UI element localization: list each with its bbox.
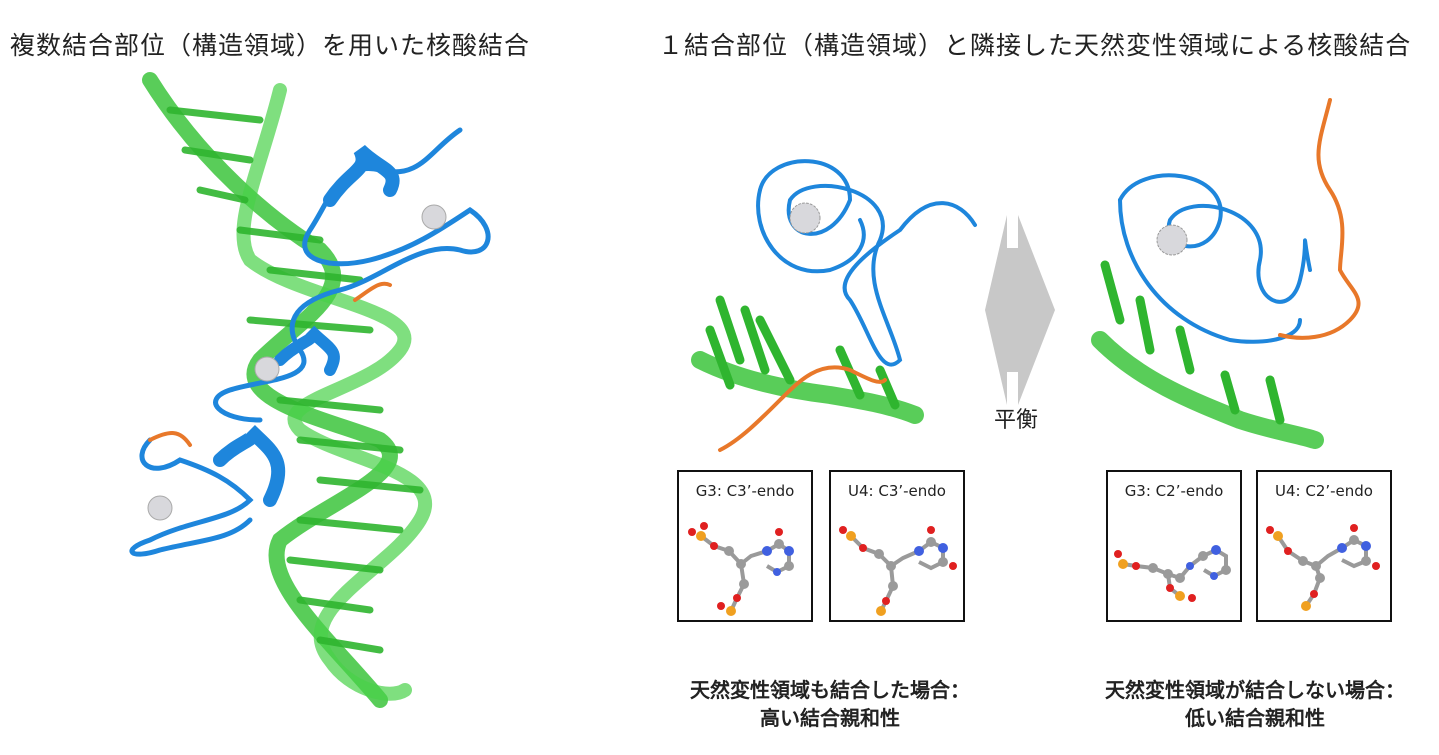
left-panel-title: 複数結合部位（構造領域）を用いた核酸結合 (10, 31, 531, 60)
conformation-label: G3: C3’-endo (695, 482, 795, 500)
conformation-box-u4-c2endo: U4: C2’-endo (1256, 470, 1392, 622)
structure-state-unbound (1091, 98, 1361, 449)
zinc-finger-protein (129, 127, 491, 557)
caption-line: 天然変性領域が結合しない場合： (1105, 678, 1405, 702)
conformation-box-g3-c2endo: G3: C2’-endo (1106, 470, 1242, 622)
zinc-ion (421, 204, 447, 230)
rna-double-helix (142, 72, 432, 708)
nucleotide-model (1114, 545, 1231, 602)
caption-high-affinity: 天然変性領域も結合した場合： 高い結合親和性 (660, 676, 1000, 732)
caption-line: 天然変性領域も結合した場合： (690, 678, 970, 702)
conformation-box-u4-c3endo: U4: C3’-endo (829, 470, 965, 622)
structure-state-bound (691, 159, 977, 452)
equilibrium-arrow (985, 215, 1055, 405)
caption-low-affinity: 天然変性領域が結合しない場合： 低い結合親和性 (1075, 676, 1435, 732)
zinc-ion (254, 356, 280, 382)
caption-line: 低い結合親和性 (1185, 706, 1325, 730)
nucleotide-model (1266, 524, 1380, 611)
nucleotide-model (839, 526, 957, 616)
equilibrium-label: 平衡 (994, 408, 1039, 433)
conformation-box-g3-c3endo: G3: C3’-endo (677, 470, 813, 622)
zinc-ion (147, 495, 173, 521)
nucleotide-model (688, 522, 794, 616)
conformation-label: U4: C2’-endo (1275, 482, 1373, 500)
conformation-label: U4: C3’-endo (848, 482, 946, 500)
right-panel-title: １結合部位（構造領域）と隣接した天然変性領域による核酸結合 (658, 31, 1412, 60)
caption-line: 高い結合親和性 (760, 706, 900, 730)
conformation-label: G3: C2’-endo (1124, 482, 1224, 500)
